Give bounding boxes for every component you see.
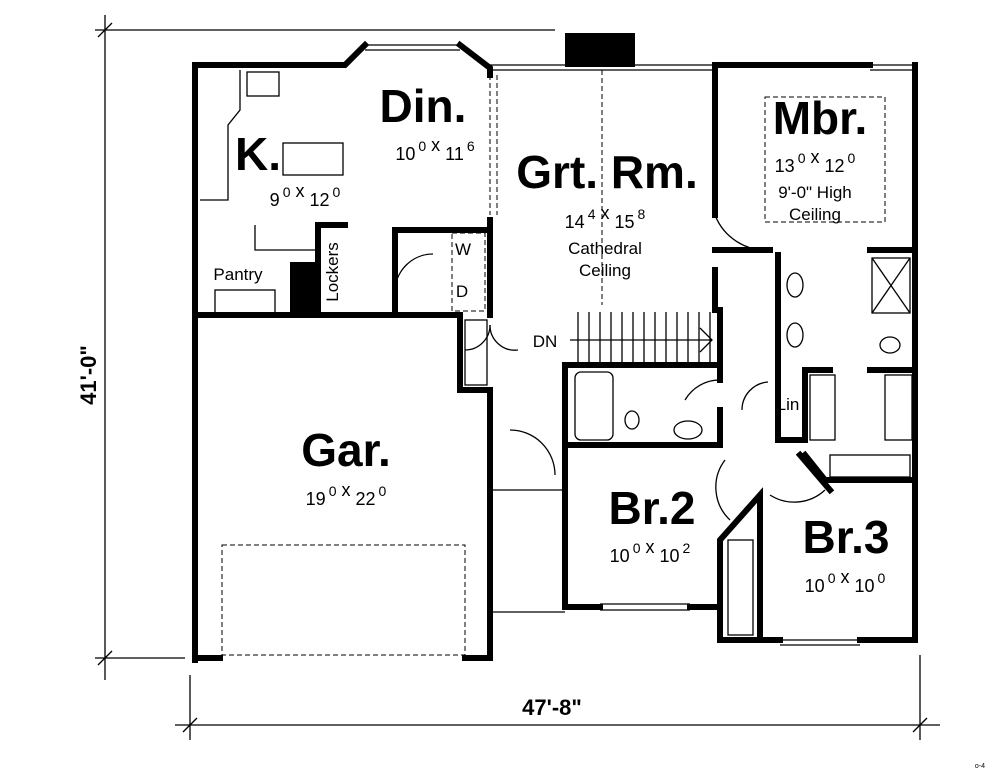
pantry-label: Pantry xyxy=(213,265,263,284)
dim-inches: 0 xyxy=(828,570,836,586)
dim-feet: 14 xyxy=(565,212,585,232)
dim-feet: 10 xyxy=(660,546,680,566)
dim-feet: 15 xyxy=(615,212,635,232)
stairs-down-label: DN xyxy=(533,332,558,351)
overall-width: 47'-8" xyxy=(522,695,582,720)
dim-separator: x xyxy=(805,147,824,167)
linen-label: Lin xyxy=(777,395,800,414)
dim-separator: x xyxy=(640,537,659,557)
walls xyxy=(192,33,918,663)
dim-separator: x xyxy=(426,135,445,155)
dim-inches: 0 xyxy=(798,150,806,166)
dim-separator: x xyxy=(336,480,355,500)
dim-inches: 0 xyxy=(848,150,856,166)
dim-inches: 0 xyxy=(379,483,387,499)
dim-inches: 0 xyxy=(418,138,426,154)
dryer-label: D xyxy=(456,282,468,301)
dim-feet: 22 xyxy=(356,489,376,509)
dim-separator: x xyxy=(290,181,309,201)
dim-inches: 0 xyxy=(633,540,641,556)
washer-label: W xyxy=(455,240,471,259)
dim-feet: 11 xyxy=(445,144,464,164)
room-name: Grt. Rm. xyxy=(516,146,697,198)
stairs xyxy=(577,312,711,363)
room-name: Mbr. xyxy=(773,92,868,144)
room-name: Br.3 xyxy=(803,511,890,563)
fireplace xyxy=(565,33,635,67)
dim-feet: 19 xyxy=(306,489,326,509)
fixtures xyxy=(200,70,913,656)
room-note: Cathedral xyxy=(568,239,642,258)
dim-separator: x xyxy=(835,567,854,587)
dim-feet: 10 xyxy=(610,546,630,566)
dim-inches: 0 xyxy=(878,570,886,586)
dim-inches: 0 xyxy=(333,184,341,200)
dim-feet: 10 xyxy=(805,576,825,596)
room-note: 9'-0" High xyxy=(778,183,852,202)
dim-separator: x xyxy=(595,203,614,223)
corner-mark: o-4 xyxy=(975,763,985,770)
dim-inches: 6 xyxy=(467,138,475,154)
dim-feet: 10 xyxy=(855,576,875,596)
room-name: Gar. xyxy=(301,424,391,476)
room-name: Din. xyxy=(380,80,467,132)
dim-inches: 8 xyxy=(638,206,646,222)
room-name: K. xyxy=(235,128,281,180)
dim-inches: 4 xyxy=(588,206,596,222)
dim-inches: 0 xyxy=(283,184,291,200)
dim-inches: 2 xyxy=(683,540,691,556)
lockers-label: Lockers xyxy=(323,242,342,302)
dim-feet: 9 xyxy=(270,190,280,210)
dim-feet: 12 xyxy=(825,156,845,176)
dim-feet: 10 xyxy=(395,144,415,164)
dimension-lines xyxy=(95,15,940,740)
dim-feet: 13 xyxy=(775,156,795,176)
room-note: Ceiling xyxy=(789,205,841,224)
dim-feet: 12 xyxy=(310,190,330,210)
room-name: Br.2 xyxy=(609,482,696,534)
dim-inches: 0 xyxy=(329,483,337,499)
room-note: Ceiling xyxy=(579,261,631,280)
overall-depth: 41'-0" xyxy=(76,345,101,405)
